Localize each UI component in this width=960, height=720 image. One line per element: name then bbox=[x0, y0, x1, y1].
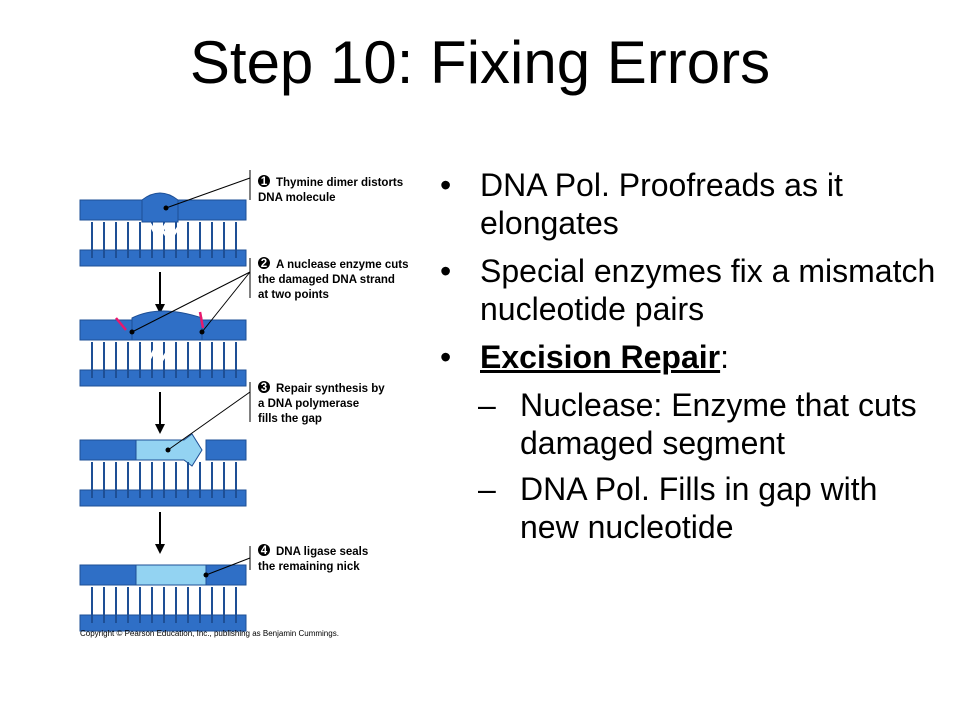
bullet-item: • Excision Repair: bbox=[440, 338, 940, 376]
dna-excision-repair-figure: 1 Thymine dimer distorts DNA molecule 2 … bbox=[79, 170, 409, 638]
cut-arrow-right-icon bbox=[198, 311, 205, 329]
cut-arrow-left-icon bbox=[115, 317, 127, 331]
bullet-heading: Excision Repair bbox=[480, 339, 721, 375]
bullet-text: DNA Pol. Proofreads as it elongates bbox=[480, 167, 843, 241]
svg-text:DNA ligase seals: DNA ligase seals bbox=[276, 546, 368, 558]
slide-title: Step 10: Fixing Errors bbox=[189, 29, 771, 96]
svg-text:the damaged DNA strand: the damaged DNA strand bbox=[258, 274, 395, 286]
copyright-text: Copyright © Pearson Education, Inc., pub… bbox=[80, 629, 339, 638]
svg-text:A nuclease enzyme cuts: A nuclease enzyme cuts bbox=[276, 259, 409, 271]
bullet-item: • DNA Pol. Proofreads as it elongates bbox=[440, 166, 940, 242]
sub-bullet-dash: – bbox=[478, 471, 496, 507]
step-2-label: 2 A nuclease enzyme cuts the damaged DNA… bbox=[258, 257, 409, 301]
dna-molecule-3 bbox=[79, 433, 247, 507]
svg-text:4: 4 bbox=[261, 545, 268, 557]
dna-molecule-2 bbox=[79, 310, 247, 387]
dna-molecule-1 bbox=[79, 192, 247, 267]
sub-bullet-item: – DNA Pol. Fills in gap with new nucleot… bbox=[440, 470, 940, 546]
svg-text:2: 2 bbox=[261, 258, 267, 270]
sub-bullet-item: – Nuclease: Enzyme that cuts damaged seg… bbox=[440, 386, 940, 462]
step-3-label: 3 Repair synthesis by a DNA polymerase f… bbox=[258, 381, 385, 425]
step-1-label: 1 Thymine dimer distorts DNA molecule bbox=[258, 175, 403, 204]
svg-text:the remaining nick: the remaining nick bbox=[258, 561, 360, 573]
bullet-dot: • bbox=[440, 253, 452, 289]
svg-text:Thymine dimer distorts: Thymine dimer distorts bbox=[276, 177, 403, 189]
bullet-dot: • bbox=[440, 167, 452, 203]
svg-text:Repair synthesis by: Repair synthesis by bbox=[276, 383, 385, 395]
bullet-dot: • bbox=[440, 339, 452, 375]
sub-bullet-dash: – bbox=[478, 387, 496, 423]
svg-text:DNA molecule: DNA molecule bbox=[258, 192, 336, 204]
dna-molecule-4 bbox=[79, 564, 247, 632]
svg-text:1: 1 bbox=[261, 176, 268, 188]
step-4-label: 4 DNA ligase seals the remaining nick bbox=[258, 544, 368, 573]
svg-text:fills the gap: fills the gap bbox=[258, 413, 322, 425]
bullet-list: • DNA Pol. Proofreads as it elongates • … bbox=[440, 166, 940, 554]
svg-text:3: 3 bbox=[261, 382, 267, 394]
bullet-suffix: : bbox=[720, 339, 729, 375]
callout-lines bbox=[131, 170, 251, 576]
sub-bullet-text: DNA Pol. Fills in gap with new nucleotid… bbox=[520, 471, 878, 545]
sub-bullet-text: Nuclease: Enzyme that cuts damaged segme… bbox=[520, 387, 917, 461]
bullet-item: • Special enzymes fix a mismatch nucleot… bbox=[440, 252, 940, 328]
bullet-text: Special enzymes fix a mismatch nucleotid… bbox=[480, 253, 936, 327]
svg-text:a DNA polymerase: a DNA polymerase bbox=[258, 398, 359, 410]
svg-text:at two points: at two points bbox=[258, 289, 329, 301]
